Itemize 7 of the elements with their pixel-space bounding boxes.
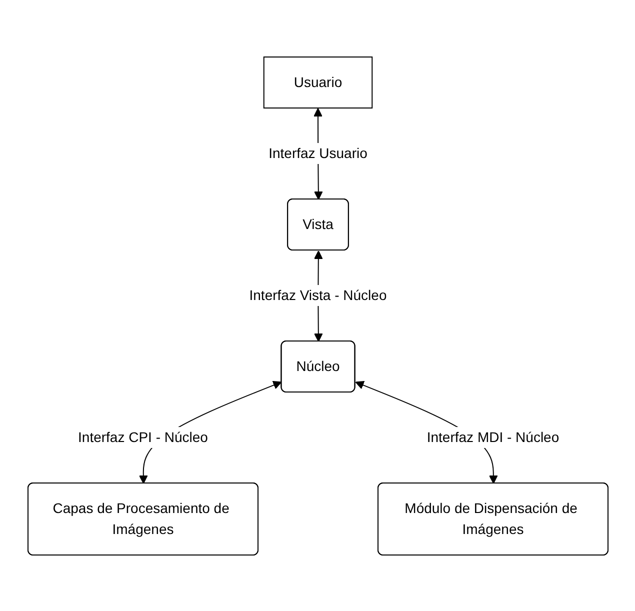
- edge-label: Interfaz MDI - Núcleo: [426, 428, 559, 444]
- edge-label: Interfaz Vista - Núcleo: [248, 286, 386, 302]
- edge-label: Interfaz CPI - Núcleo: [78, 428, 208, 444]
- node-box: Usuario: [262, 56, 372, 108]
- node-text: Capas de Procesamiento de Imágenes: [52, 500, 229, 536]
- edge-label: Interfaz Usuario: [268, 144, 367, 160]
- node-text: Módulo de Dispensación de Imágenes: [404, 500, 577, 536]
